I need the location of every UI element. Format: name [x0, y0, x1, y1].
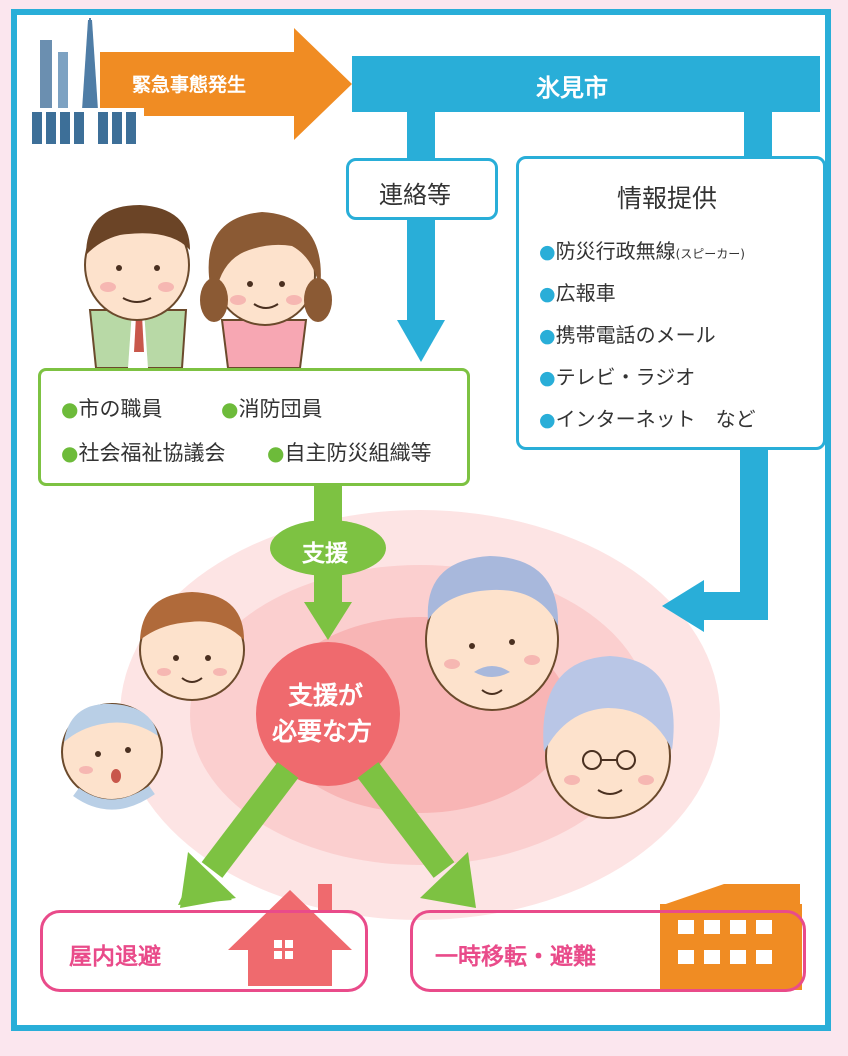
connector-info-left — [700, 592, 768, 620]
connector-support-down — [314, 574, 342, 604]
arrow-to-people — [662, 580, 704, 632]
bullet-icon: ● — [539, 241, 556, 263]
contact-box: 連絡等 — [346, 158, 498, 220]
support-pill — [270, 520, 386, 576]
indoor-shelter-label: 屋内退避 — [69, 944, 161, 970]
bullet-icon: ● — [267, 441, 285, 465]
bullet-icon: ● — [61, 397, 79, 421]
child-illustration — [139, 592, 245, 701]
supporter-item: ●自主防災組織等 — [267, 441, 432, 465]
supporter-item: ●市の職員 — [61, 397, 163, 421]
info-item: ●広報車 — [539, 281, 616, 305]
staff-man-illustration — [84, 205, 190, 369]
arrow-to-evacuate — [357, 762, 476, 908]
evacuation-label: 一時移転・避難 — [435, 944, 596, 970]
emergency-arrow — [100, 28, 352, 140]
arrow-to-supporters — [397, 320, 445, 362]
center-circle — [256, 642, 400, 786]
baby-illustration — [61, 703, 163, 810]
city-bar — [352, 56, 820, 112]
info-item: ●携帯電話のメール — [539, 323, 716, 347]
building-icon — [660, 884, 802, 990]
connector-city-contact — [407, 112, 435, 160]
factory-icon — [28, 18, 144, 148]
info-item: ●防災行政無線(スピーカー) — [539, 239, 745, 263]
arrow-to-indoor — [178, 762, 299, 908]
bullet-icon: ● — [221, 397, 239, 421]
bullet-icon: ● — [539, 283, 556, 305]
connector-supporters-down — [314, 484, 342, 524]
city-label: 氷見市 — [536, 74, 608, 102]
connector-city-info — [744, 112, 772, 160]
supporter-item: ●社会福祉協議会 — [61, 441, 226, 465]
staff-woman-illustration — [200, 212, 332, 369]
info-item: ●インターネット など — [539, 407, 756, 431]
grandfather-illustration — [425, 556, 559, 711]
center-label-line1: 支援が — [288, 681, 364, 710]
connector-contact-down — [407, 218, 435, 322]
center-label-line2: 必要な方 — [272, 717, 373, 746]
contact-label: 連絡等 — [379, 181, 451, 209]
bullet-icon: ● — [539, 325, 556, 347]
arrow-to-center — [304, 602, 352, 640]
evacuation-box: 一時移転・避難 — [410, 910, 806, 992]
indoor-shelter-box: 屋内退避 — [40, 910, 368, 992]
info-item: ●テレビ・ラジオ — [539, 365, 696, 389]
info-title: 情報提供 — [617, 184, 718, 213]
grandmother-illustration — [543, 656, 674, 819]
connector-info-down — [740, 448, 768, 620]
supporter-item: ●消防団員 — [221, 397, 323, 421]
supporters-box: ●市の職員 ●消防団員 ●社会福祉協議会 ●自主防災組織等 — [38, 368, 470, 486]
house-icon — [228, 884, 352, 986]
info-box: 情報提供 ●防災行政無線(スピーカー) ●広報車 ●携帯電話のメール ●テレビ・… — [516, 156, 826, 450]
bullet-icon: ● — [539, 367, 556, 389]
bullet-icon: ● — [61, 441, 79, 465]
emergency-label: 緊急事態発生 — [132, 74, 247, 96]
support-label: 支援 — [302, 541, 348, 567]
bullet-icon: ● — [539, 409, 556, 431]
